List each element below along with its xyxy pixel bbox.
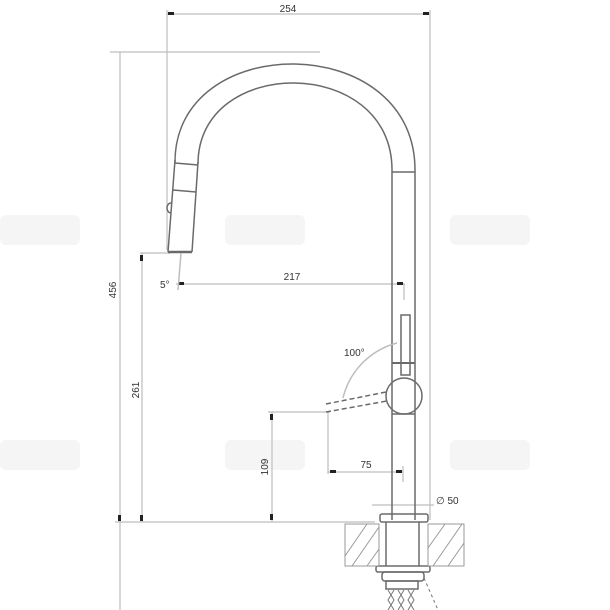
dim-overall-height: 456 bbox=[108, 281, 119, 298]
dim-spray-angle: 5° bbox=[160, 280, 170, 291]
watermarks bbox=[0, 215, 530, 470]
countertop-section bbox=[344, 523, 465, 567]
dim-lever-reach: 75 bbox=[360, 460, 372, 471]
dim-lever-rotation: 100° bbox=[344, 348, 365, 359]
dim-spout-reach: 217 bbox=[284, 272, 301, 283]
arrowheads bbox=[118, 12, 429, 521]
dim-overall-reach: 254 bbox=[280, 4, 297, 15]
braided-hoses bbox=[387, 577, 439, 610]
dim-spout-height: 261 bbox=[131, 381, 142, 398]
dim-body-diameter: ∅ 50 bbox=[436, 496, 459, 507]
dim-lever-height: 109 bbox=[260, 458, 271, 475]
faucet-outline bbox=[166, 63, 431, 590]
